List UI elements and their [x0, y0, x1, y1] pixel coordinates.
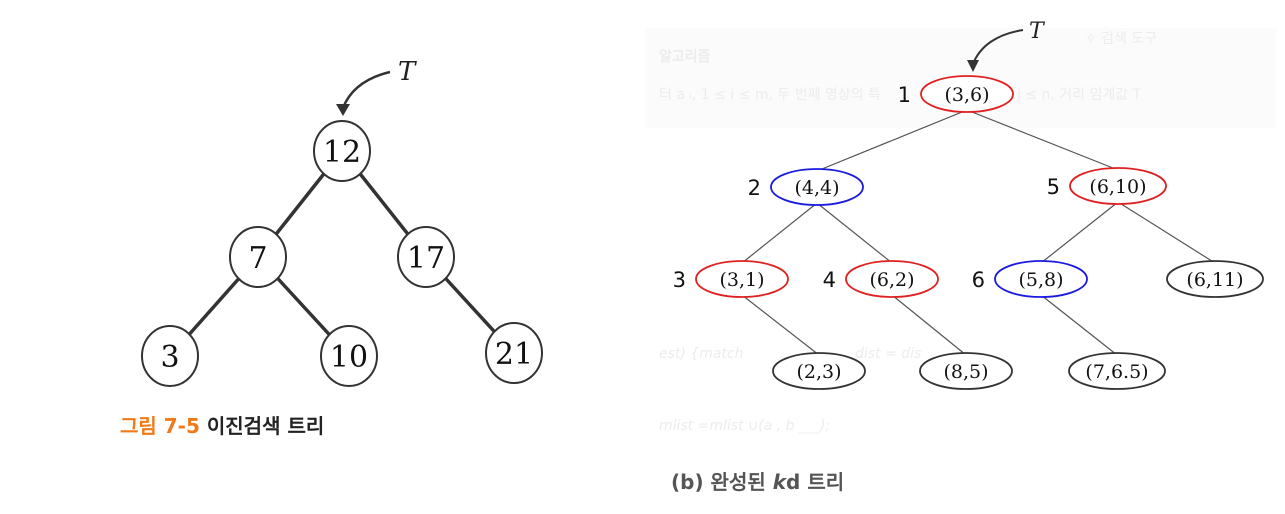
pointer-label: T	[398, 57, 417, 87]
tree-edge	[741, 202, 818, 264]
node-ellipse	[845, 260, 939, 298]
node-label: (3,6)	[944, 84, 989, 106]
node-circle	[397, 226, 455, 288]
figure-caption: (b) 완성된 kd 트리	[671, 466, 844, 495]
node-ellipse	[920, 75, 1014, 113]
caption-prefix: (b) 완성된	[671, 470, 773, 494]
bst-diagram: 12 7 17 3 10 21 T	[141, 57, 543, 387]
tree-edge	[816, 202, 893, 264]
background-line-2b: dist = dis	[855, 346, 922, 362]
tree-edge	[891, 294, 967, 356]
node-label: 3	[160, 340, 179, 375]
node-label: (6,2)	[869, 269, 914, 291]
node-ellipse	[1069, 167, 1167, 205]
kd-tree-figure: ✧ 검색 도구 알고리즘 터 a ᵢ, 1 ≤ i ≤ m, 두 번째 영상의 …	[645, 0, 1285, 514]
node-ellipse	[772, 352, 866, 390]
figure-number: 그림 7-5	[120, 414, 200, 438]
node-label: (8,5)	[943, 361, 988, 383]
pointer-label: T	[1029, 19, 1046, 44]
tree-node: 21	[485, 322, 543, 384]
node-label: (4,4)	[794, 177, 839, 199]
node-label: (6,11)	[1186, 269, 1243, 291]
kd-node: (7,6.5)	[1068, 352, 1166, 390]
insertion-order-label: 5	[1047, 175, 1060, 199]
kd-node: (4,4) 2	[748, 168, 864, 206]
node-circle	[485, 322, 543, 384]
node-label: (6,10)	[1089, 176, 1146, 198]
tree-edge	[1040, 201, 1119, 264]
caption-suffix: d 트리	[786, 470, 845, 494]
node-circle	[313, 120, 371, 182]
node-ellipse	[919, 352, 1013, 390]
pointer-arrowhead	[967, 60, 979, 72]
node-label: 21	[495, 337, 533, 372]
node-label: 17	[407, 241, 445, 276]
node-ellipse	[1166, 260, 1264, 298]
pointer-arrow	[972, 29, 1024, 65]
node-circle	[141, 325, 199, 387]
kd-node: (8,5)	[919, 352, 1013, 390]
insertion-order-label: 1	[898, 83, 911, 107]
tree-edge	[816, 109, 968, 172]
node-ellipse	[1068, 352, 1166, 390]
node-label: (5,8)	[1018, 269, 1063, 291]
figure-title: 이진검색 트리	[206, 414, 325, 438]
kd-node: (3,1) 3	[673, 260, 789, 298]
tree-node: 12	[313, 120, 371, 182]
node-ellipse	[770, 168, 864, 206]
tree-node: 3	[141, 325, 199, 387]
background-line-1: 터 a ᵢ, 1 ≤ i ≤ m, 두 번째 영상의 특	[659, 87, 881, 103]
kd-node: (6,2) 4	[823, 260, 939, 298]
tree-node: 17	[397, 226, 455, 288]
insertion-order-label: 2	[748, 176, 761, 200]
background-line-3: mlist =mlist ∪(a , b ___);	[659, 418, 831, 434]
node-label: (3,1)	[719, 269, 764, 291]
node-label: (2,3)	[796, 361, 841, 383]
background-tool-text: ✧ 검색 도구	[1085, 31, 1158, 47]
node-label: (7,6.5)	[1085, 361, 1148, 383]
binary-search-tree-figure: 12 7 17 3 10 21 T 그림 7-5 이진검색 트리	[0, 0, 640, 514]
kd-node: (2,3)	[772, 352, 866, 390]
tree-edge	[966, 109, 1119, 171]
pointer-arrowhead	[336, 104, 350, 116]
kd-tree-diagram: (3,6) 1 (4,4) 2 (6,10) 5 (3,1) 3 (6,2) 4 (5,8) 6 (6,…	[673, 19, 1264, 390]
background-line-1b: j ≤ n, 거리 임계값 T	[1017, 87, 1142, 103]
insertion-order-label: 6	[972, 268, 985, 292]
kd-node: (6,11)	[1166, 260, 1264, 298]
background-heading: 알고리즘	[659, 49, 711, 65]
kd-node: (5,8) 6	[972, 260, 1088, 298]
tree-node: 7	[229, 226, 287, 288]
background-line-2: est) {match	[659, 346, 744, 362]
node-ellipse	[695, 260, 789, 298]
kd-node: (6,10) 5	[1047, 167, 1167, 205]
tree-node: 10	[320, 325, 378, 387]
node-circle	[229, 226, 287, 288]
node-circle	[320, 325, 378, 387]
tree-edge	[741, 294, 820, 356]
tree-edge	[1040, 294, 1118, 356]
node-label: 12	[323, 135, 361, 170]
node-ellipse	[994, 260, 1088, 298]
kd-node: (3,6) 1	[898, 75, 1014, 113]
tree-edge	[1117, 201, 1216, 264]
node-label: 10	[330, 340, 368, 375]
node-label: 7	[248, 241, 267, 276]
figure-caption: 그림 7-5 이진검색 트리	[120, 410, 324, 439]
insertion-order-label: 3	[673, 268, 686, 292]
pointer-arrow	[341, 70, 391, 109]
insertion-order-label: 4	[823, 268, 836, 292]
caption-kd-italic: k	[772, 470, 787, 494]
